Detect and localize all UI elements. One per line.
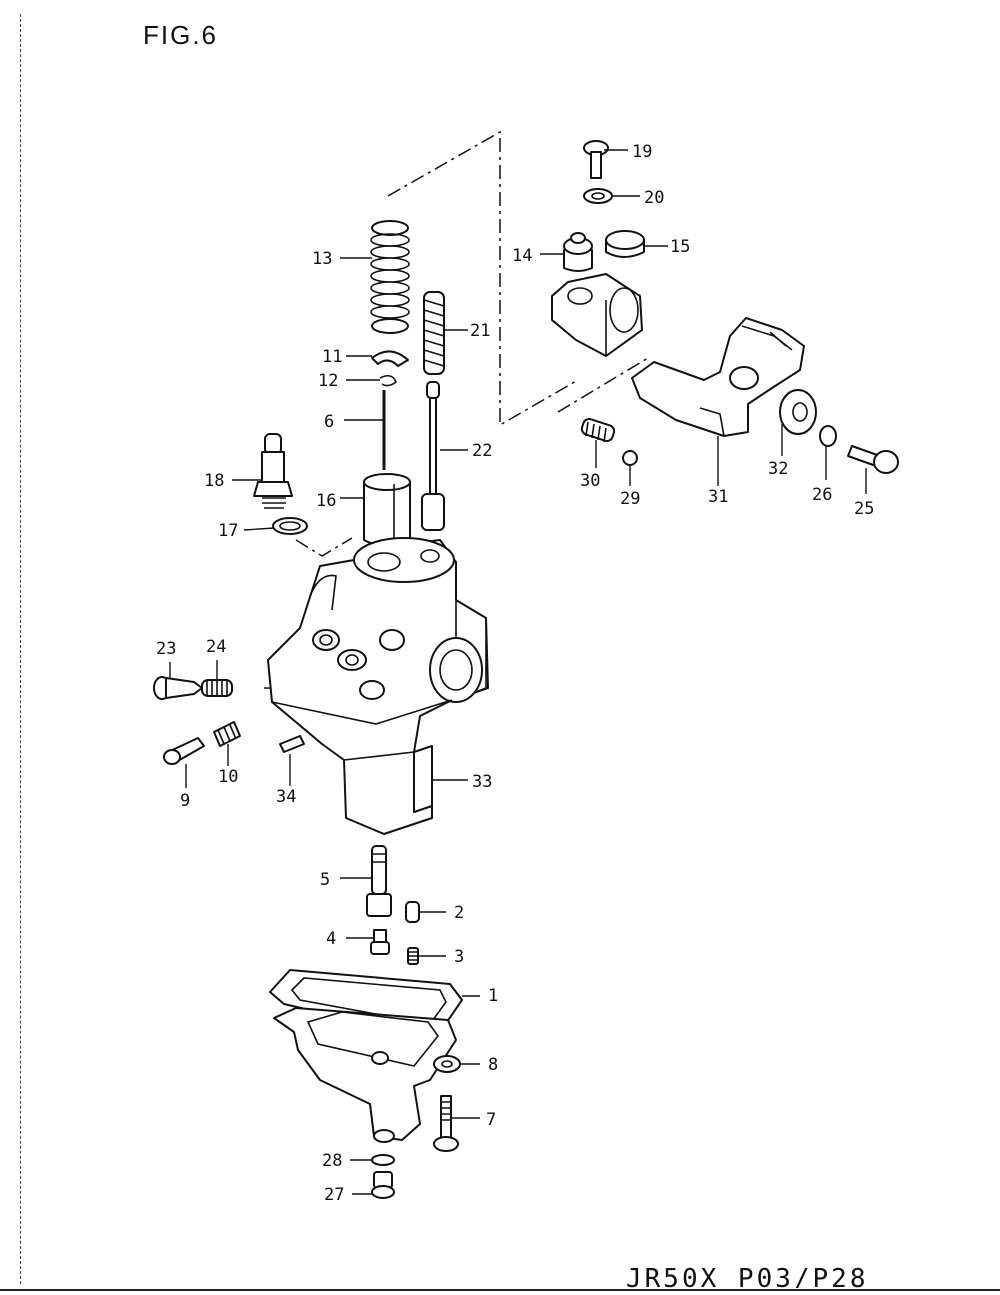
callout-13: 13 [312,249,332,269]
callout-14: 14 [512,246,532,266]
part-15-rubber-cap [605,230,645,258]
part-2-jet [405,901,420,923]
part-32-cam [779,389,817,435]
callout-5: 5 [320,870,330,890]
callout-30: 30 [580,471,600,491]
part-31-throttle-lever [631,317,805,437]
callout-15: 15 [670,237,690,257]
callout-25: 25 [854,499,874,519]
part-4-main-jet [370,929,390,955]
part-24-screw-spring [201,679,233,697]
part-12-e-ring [379,374,397,387]
part-22-starter-plunger [421,381,445,531]
part-18-starter-nut [253,433,293,509]
callout-12: 12 [318,371,338,391]
part-30-spring [580,418,616,443]
callout-28: 28 [322,1151,342,1171]
part-25-bolt [847,445,899,474]
callout-16: 16 [316,491,336,511]
callout-8: 8 [488,1055,498,1075]
part-5-needle-jet [366,845,392,917]
callout-21: 21 [470,321,490,341]
part-34-pin [279,735,305,753]
callout-20: 20 [644,188,664,208]
callout-11: 11 [322,347,342,367]
callout-3: 3 [454,947,464,967]
part-8-washer [433,1055,461,1073]
callout-9: 9 [180,791,190,811]
callout-10: 10 [218,767,238,787]
part-14-rubber-cap [563,232,593,272]
bottom-rule [0,1289,1000,1291]
callout-34: 34 [276,787,296,807]
callout-17: 17 [218,521,238,541]
callout-31: 31 [708,487,728,507]
part-23-pilot-air-screw [153,676,203,700]
figure-title: FIG.6 [143,20,219,50]
part-3-pilot-jet [407,947,419,965]
part-21-starter-spring [423,291,445,375]
part-28-gasket [371,1154,395,1166]
part-19-screw [583,140,609,179]
part-20-washer [583,188,613,204]
callout-26: 26 [812,485,832,505]
callout-leader-lines [169,149,867,1195]
callout-23: 23 [156,639,176,659]
part-29-ball [622,450,638,466]
callout-22: 22 [472,441,492,461]
callout-7: 7 [486,1110,496,1130]
left-margin-line [20,14,22,1284]
callout-18: 18 [204,471,224,491]
part-27-drain-plug [371,1171,395,1199]
callout-19: 19 [632,142,652,162]
callout-33: 33 [472,772,492,792]
callout-numbers: 13 11 12 6 16 18 17 21 22 19 20 14 15 23… [156,142,874,1205]
part-17-gasket-washer [272,517,308,535]
callout-4: 4 [326,929,336,949]
callout-24: 24 [206,637,226,657]
part-16-throttle-valve [363,473,411,547]
part-9-throttle-stop-screw [163,737,205,765]
callout-27: 27 [324,1185,344,1205]
part-11-needle-clip [371,350,409,367]
part-33-carburetor-body [267,537,489,835]
callout-29: 29 [620,489,640,509]
callout-2: 2 [454,903,464,923]
part-13-throttle-spring [370,220,410,334]
part-26-washer [819,425,837,447]
float-bowl [273,1007,457,1143]
callout-32: 32 [768,459,788,479]
callout-1: 1 [488,986,498,1006]
part-10-screw-spring [213,721,241,747]
part-7-screw [433,1095,459,1152]
callout-6: 6 [324,412,334,432]
carburetor-top-cover [551,273,643,357]
model-code-footer: JR50X P03/P28 [626,1264,869,1288]
